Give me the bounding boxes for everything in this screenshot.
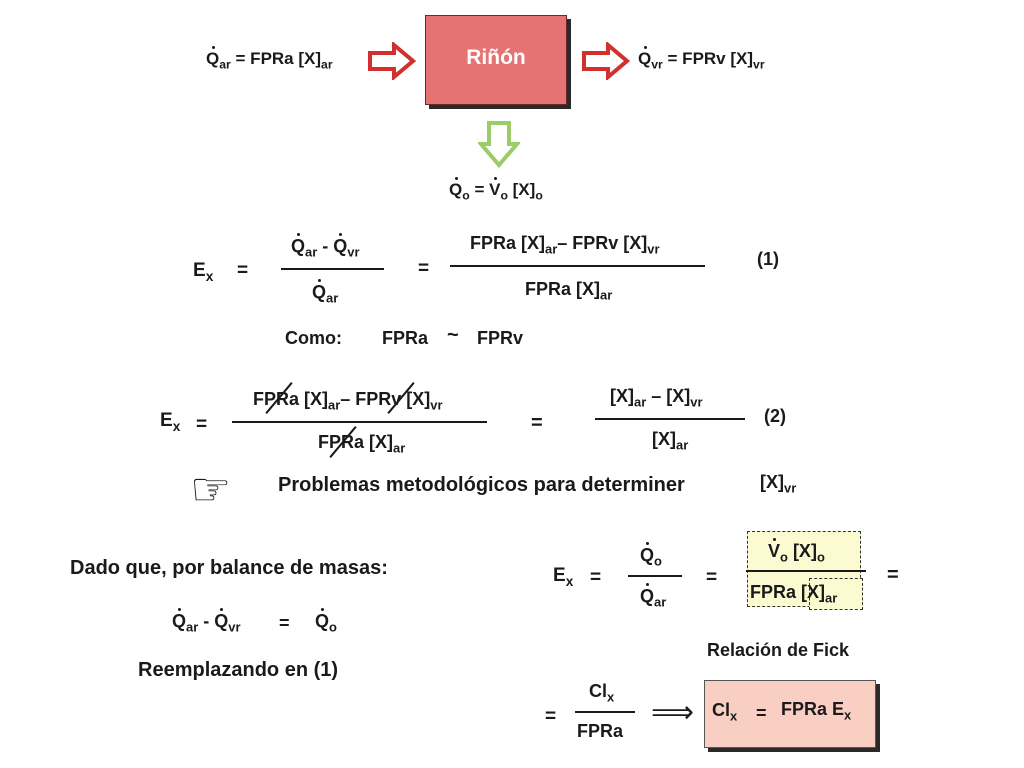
replace-text: Reemplazando en (1) — [138, 659, 339, 681]
clearance-result-box — [704, 680, 876, 748]
highlight-box — [809, 578, 863, 610]
balance-left: Qar - Qvr — [172, 608, 241, 635]
fick-v-denominator: FPRa [X]ar — [750, 582, 838, 606]
eq2-equals-2: = — [531, 412, 543, 434]
implies-arrow-icon: ⟹ — [651, 695, 695, 730]
como-fpra: FPRa — [382, 328, 429, 348]
como-label: Como: — [285, 328, 342, 348]
q-vr-equation: Qvr = FPRv [X]vr — [638, 46, 765, 72]
fick-fraction-bar — [628, 575, 682, 577]
fick-equals-2: = — [706, 567, 718, 588]
pointing-hand-icon: ☞ — [190, 462, 232, 516]
arrow-down-green-icon — [478, 121, 520, 168]
fick-v-fraction-bar — [746, 570, 866, 572]
eq2-ex: Ex — [160, 410, 181, 434]
result-cl: Clx — [712, 700, 738, 724]
eq1-long-denominator: FPRa [X]ar — [525, 279, 613, 303]
result-equals: = — [756, 703, 767, 723]
eq2-equals: = — [196, 414, 208, 435]
eq1-tag: (1) — [757, 249, 779, 269]
kidney-label: Riñón — [466, 46, 526, 69]
eq1-long-numerator: FPRa [X]ar– FPRv [X]vr — [470, 233, 660, 257]
eq1-fraction-numerator: Qar - Qvr — [291, 233, 360, 260]
eq2-fraction-bar — [232, 421, 487, 423]
fick-numerator: Qo — [640, 542, 662, 569]
eq2-denominator: FPRa [X]ar — [318, 432, 406, 456]
fick-equals: = — [590, 567, 602, 588]
clearance-fraction-bar — [575, 711, 635, 713]
eq2-right-numerator: [X]ar – [X]vr — [610, 386, 703, 410]
approx-symbol: ~ — [447, 324, 459, 346]
balance-text: Dado que, por balance de masas: — [70, 557, 388, 579]
balance-equals: = — [279, 613, 290, 633]
clearance-equals: = — [545, 706, 557, 727]
fick-v-numerator: Vo [X]o — [768, 538, 825, 565]
fick-equals-3: = — [887, 564, 899, 586]
fick-label: Relación de Fick — [707, 640, 850, 660]
q-o-equation: Qo = Vo [X]o — [449, 177, 543, 203]
eq1-equals-2: = — [418, 258, 430, 279]
arrow-right-red-icon — [582, 42, 630, 80]
problem-text: Problemas metodológicos para determiner — [278, 474, 685, 496]
q-ar-equation: Qar = FPRa [X]ar — [206, 46, 333, 72]
eq2-right-denominator: [X]ar — [652, 429, 689, 453]
eq2-tag: (2) — [764, 406, 786, 426]
balance-right: Qo — [315, 608, 337, 635]
eq2-right-fraction-bar — [595, 418, 745, 420]
problem-x-vr: [X]vr — [760, 472, 797, 496]
eq1-fraction-bar — [281, 268, 384, 270]
clearance-numerator: Clx — [589, 681, 615, 705]
fick-ex: Ex — [553, 565, 574, 589]
como-fprv: FPRv — [477, 328, 524, 348]
result-fpra-ex: FPRa Ex — [781, 699, 852, 723]
clearance-denominator: FPRa — [577, 721, 624, 741]
arrow-right-red-icon — [368, 42, 416, 80]
eq1-fraction-denominator: Qar — [312, 279, 339, 306]
fick-denominator: Qar — [640, 583, 667, 610]
eq1-long-fraction-bar — [450, 265, 705, 267]
eq1-equals: = — [237, 260, 249, 281]
eq1-ex: Ex — [193, 260, 214, 284]
kidney-box: Riñón — [425, 15, 567, 105]
